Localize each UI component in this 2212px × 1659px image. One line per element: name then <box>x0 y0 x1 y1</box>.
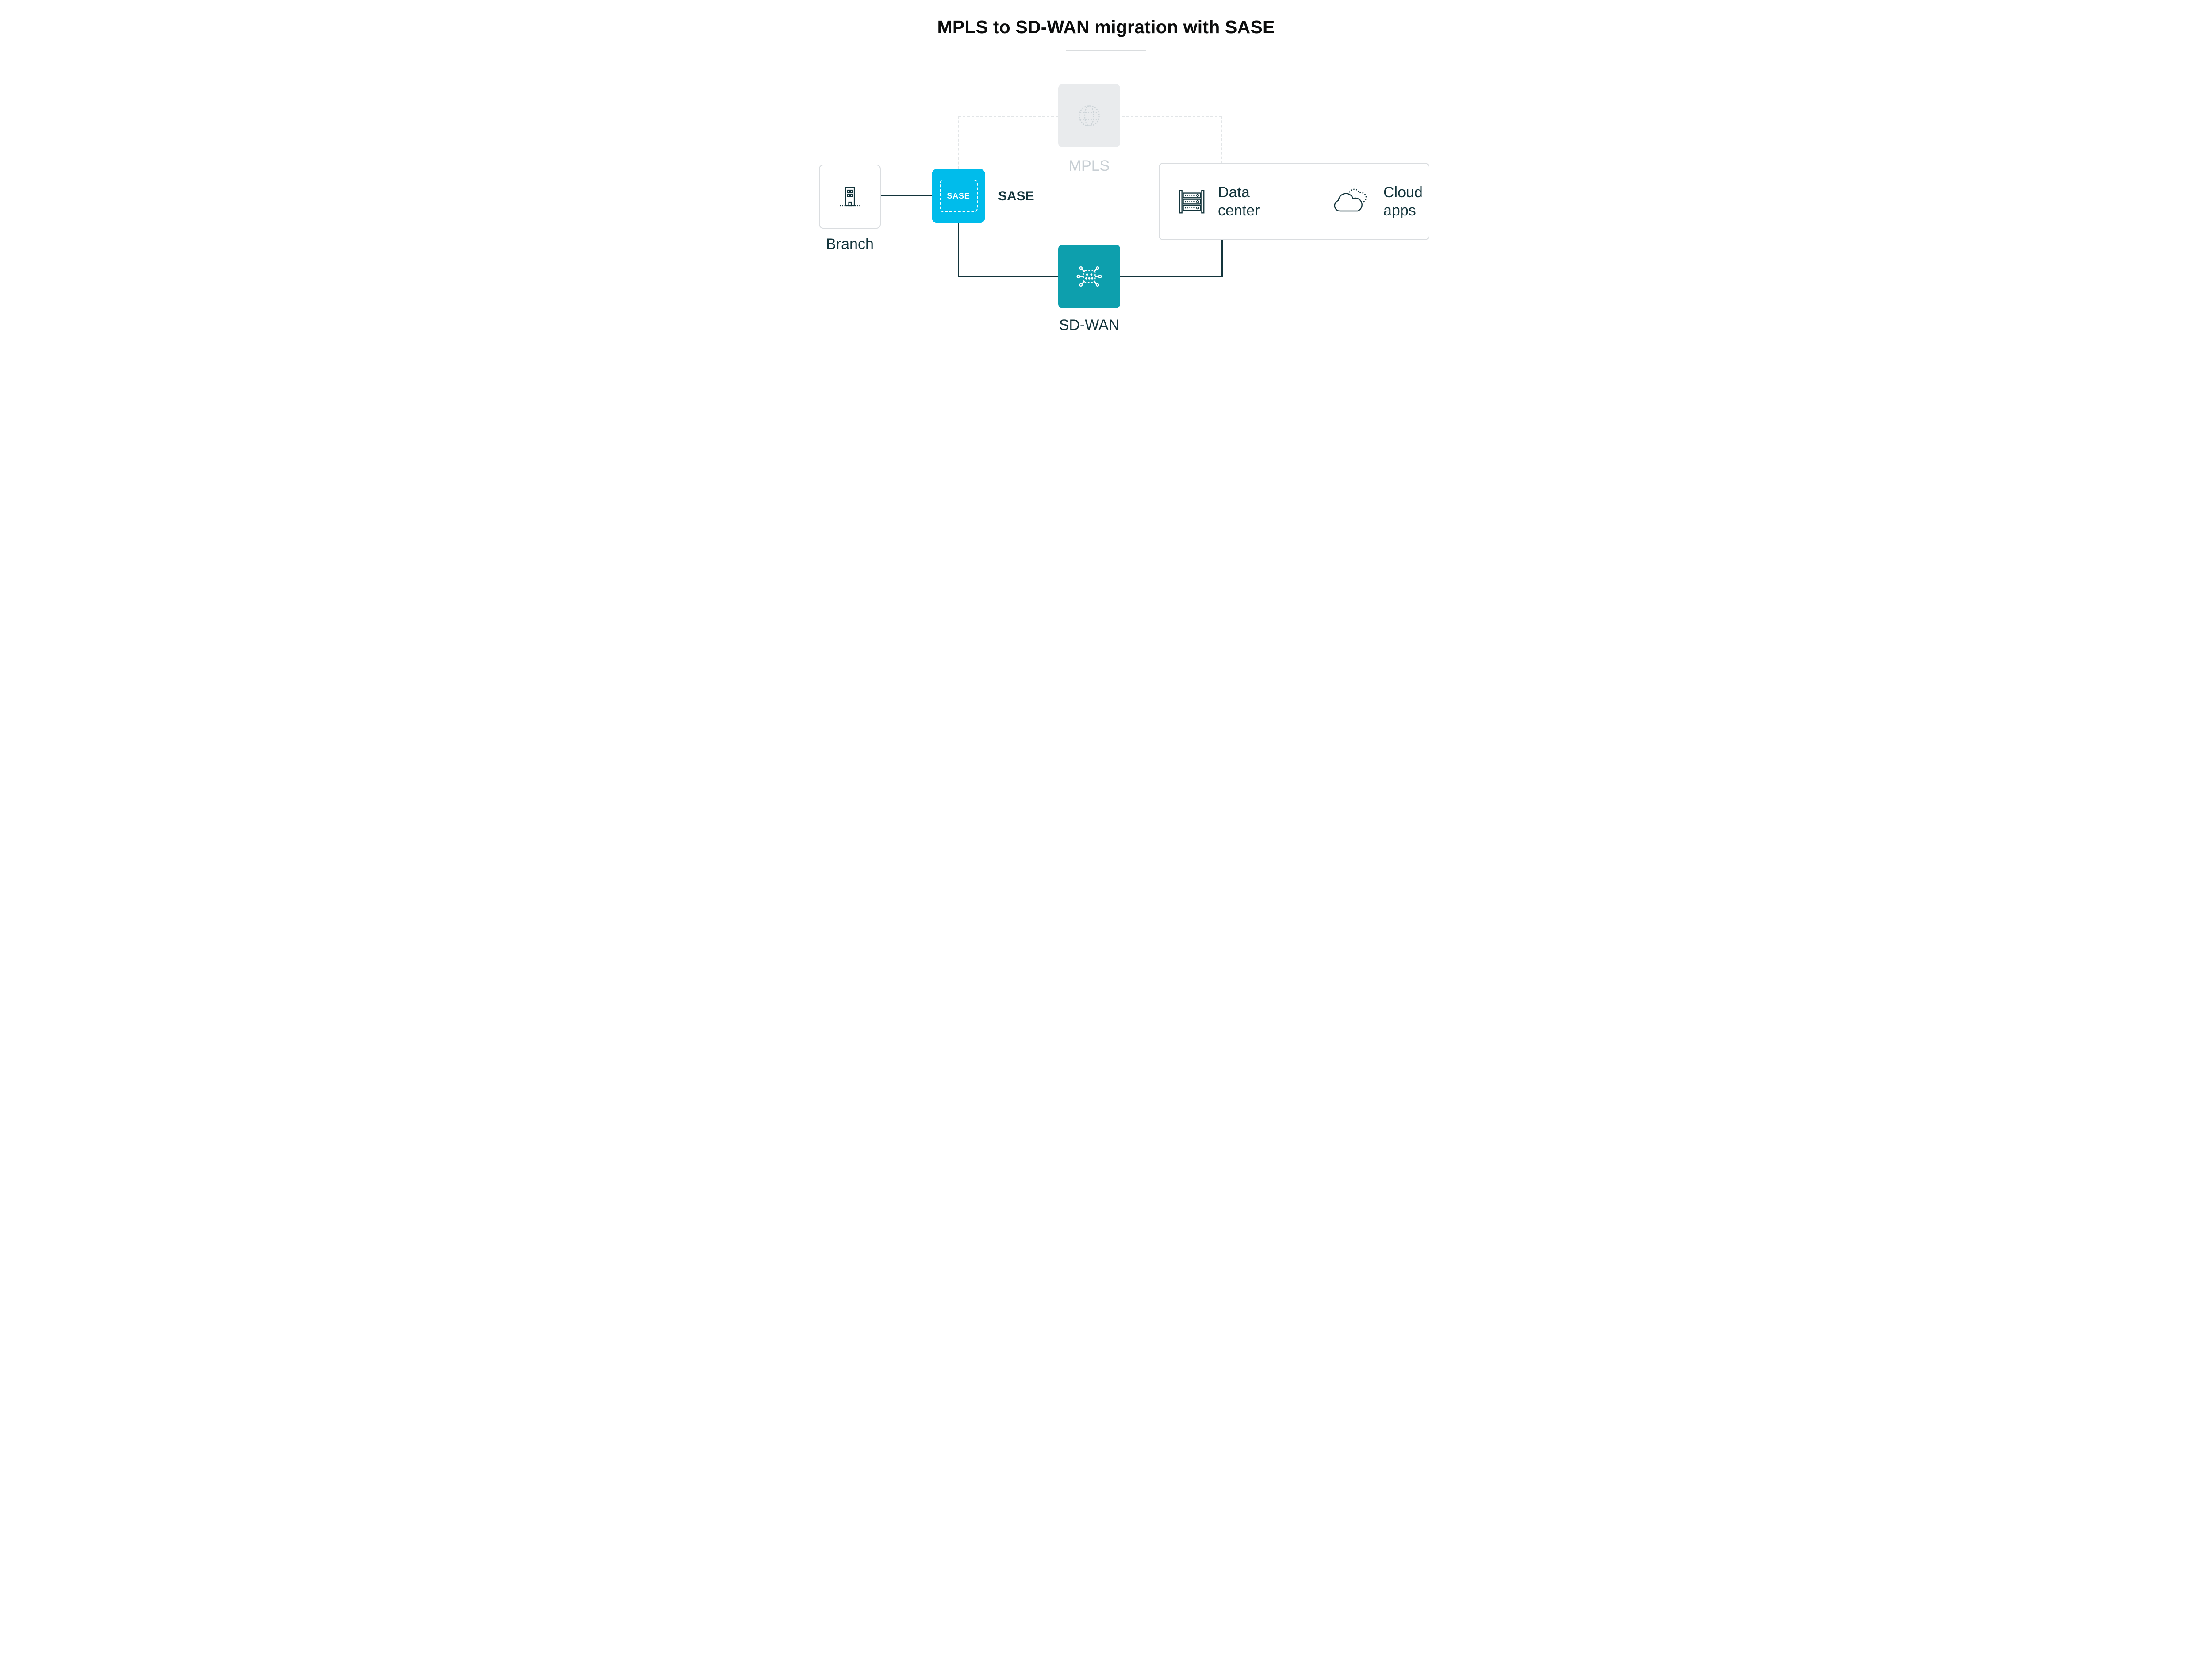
connector-services-up <box>1221 240 1223 277</box>
sdwan-mesh-icon <box>1076 266 1102 287</box>
sdwan-node <box>1058 245 1120 308</box>
datacenter-group: Data center <box>1176 184 1284 219</box>
sase-label: SASE <box>998 189 1034 203</box>
connector-sase-down <box>958 223 959 277</box>
sase-badge: SASE <box>939 180 978 212</box>
connector-mpls-left <box>958 116 959 169</box>
branch-node <box>819 165 881 229</box>
sase-node: SASE <box>932 169 985 223</box>
connector-sase-sdwan <box>958 276 1058 277</box>
title-divider <box>1066 50 1146 51</box>
cloudapps-group: Cloud apps <box>1330 184 1439 219</box>
connector-branch-sase <box>881 195 932 196</box>
branch-label: Branch <box>826 236 874 253</box>
cloudapps-label: Cloud apps <box>1383 184 1423 219</box>
cloud-icon <box>1334 188 1373 211</box>
sdwan-label: SD-WAN <box>1059 317 1120 333</box>
connector-mpls-right <box>1221 116 1222 164</box>
connector-sdwan-services <box>1120 276 1223 277</box>
diagram-canvas: MPLS to SD-WAN migration with SASE MPLS … <box>765 0 1447 383</box>
server-rack-icon <box>1179 190 1205 213</box>
mpls-node <box>1058 84 1120 147</box>
building-icon <box>840 187 860 206</box>
globe-icon <box>1079 105 1100 126</box>
services-panel: Data center Cloud apps <box>1159 163 1429 240</box>
sase-badge-label: SASE <box>947 191 970 200</box>
diagram-title: MPLS to SD-WAN migration with SASE <box>937 17 1275 37</box>
mpls-label: MPLS <box>1068 157 1110 174</box>
datacenter-label: Data center <box>1218 184 1260 219</box>
